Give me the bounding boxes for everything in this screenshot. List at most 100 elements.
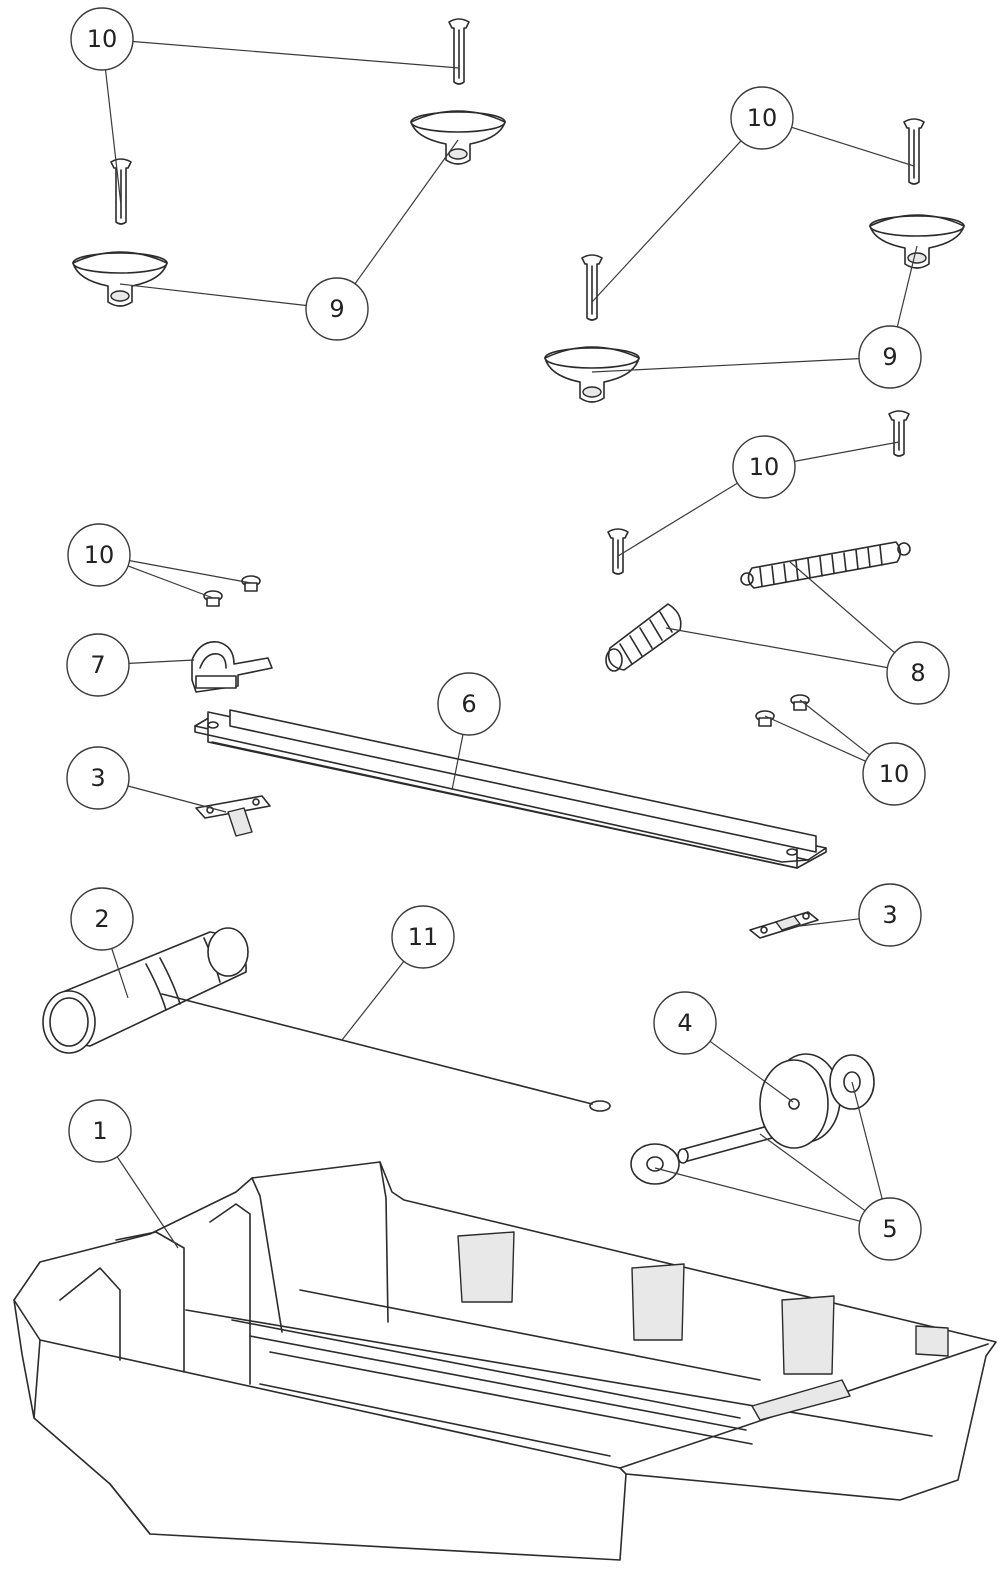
callout-circle bbox=[391, 905, 455, 969]
leader-line bbox=[799, 699, 870, 756]
leader-line bbox=[354, 139, 459, 285]
callout-circle bbox=[858, 1197, 922, 1261]
callout-4: 9 bbox=[591, 245, 922, 389]
callout-3: 10 bbox=[591, 86, 915, 303]
wheel-assembly bbox=[630, 1053, 875, 1185]
callout-label: 5 bbox=[882, 1215, 897, 1243]
callout-circle bbox=[305, 277, 369, 341]
callout-1: 10 bbox=[70, 7, 460, 206]
callout-10: 10 bbox=[764, 699, 926, 806]
leader-line bbox=[789, 561, 895, 654]
callout-label: 6 bbox=[461, 690, 476, 718]
spring-long bbox=[740, 541, 911, 589]
callout-label: 1 bbox=[92, 1117, 107, 1145]
leader-line bbox=[665, 627, 888, 669]
leader-line bbox=[132, 40, 460, 69]
leader-line bbox=[851, 1081, 883, 1200]
rail bbox=[194, 709, 827, 869]
leader-line bbox=[127, 785, 227, 813]
callout-circle bbox=[437, 672, 501, 736]
small-screw-right-b bbox=[790, 694, 810, 711]
callout-circle bbox=[70, 887, 134, 951]
callout-9: 6 bbox=[437, 672, 501, 791]
leader-line bbox=[617, 482, 738, 557]
callout-7: 7 bbox=[66, 633, 195, 697]
callout-13: 2 bbox=[70, 887, 134, 999]
callout-label: 10 bbox=[87, 25, 118, 53]
suction-cup-top-right bbox=[869, 214, 965, 269]
cable bbox=[161, 993, 611, 1112]
leader-line bbox=[127, 565, 214, 599]
callout-layer: 10 9 10 9 10 10 7 8 6 10 3 3 2 11 4 1 5 bbox=[66, 7, 950, 1261]
callout-8: 8 bbox=[665, 561, 950, 705]
screw-mid-right-lower bbox=[607, 528, 629, 575]
callout-label: 3 bbox=[90, 764, 105, 792]
leader-line bbox=[764, 715, 866, 762]
callout-label: 4 bbox=[677, 1009, 692, 1037]
callout-circle bbox=[732, 435, 796, 499]
base-tray bbox=[13, 1161, 997, 1561]
callout-circle bbox=[66, 633, 130, 697]
suction-cup-top-left bbox=[72, 251, 168, 307]
leader-line bbox=[709, 1040, 794, 1103]
leader-line bbox=[791, 126, 915, 167]
callout-label: 8 bbox=[910, 659, 925, 687]
screw-right-middle bbox=[581, 254, 603, 321]
leader-line bbox=[896, 245, 918, 328]
small-screw-left-a bbox=[203, 590, 223, 607]
screw-top-right bbox=[903, 118, 925, 185]
callout-label: 10 bbox=[84, 541, 115, 569]
callout-circle bbox=[886, 641, 950, 705]
leader-line bbox=[654, 1167, 861, 1222]
callout-label: 3 bbox=[882, 901, 897, 929]
callout-14: 11 bbox=[341, 905, 455, 1041]
callout-17: 5 bbox=[654, 1081, 922, 1261]
leader-line bbox=[104, 69, 122, 206]
callout-2: 9 bbox=[119, 139, 459, 341]
callout-label: 7 bbox=[90, 651, 105, 679]
small-screw-left-b bbox=[241, 575, 261, 592]
leader-line bbox=[451, 734, 464, 791]
spring-short bbox=[605, 603, 682, 672]
leader-line bbox=[111, 948, 129, 999]
suction-cup-right-lower bbox=[544, 346, 640, 403]
leader-line bbox=[799, 918, 860, 927]
callout-label: 10 bbox=[747, 104, 778, 132]
callout-12: 3 bbox=[799, 883, 922, 947]
callout-circle bbox=[653, 991, 717, 1055]
callout-15: 4 bbox=[653, 991, 794, 1103]
callout-circle bbox=[68, 1099, 132, 1163]
leader-line bbox=[116, 1156, 179, 1249]
leader-line bbox=[119, 283, 307, 307]
screw-top-left bbox=[110, 158, 132, 225]
leader-line bbox=[129, 560, 252, 584]
leader-line bbox=[591, 358, 860, 373]
callout-16: 1 bbox=[68, 1099, 179, 1249]
screw-mid-right-upper bbox=[888, 410, 910, 457]
callout-circle bbox=[862, 742, 926, 806]
callout-circle bbox=[858, 325, 922, 389]
suction-cup-top-center bbox=[410, 110, 506, 165]
callout-circle bbox=[66, 746, 130, 810]
plate-left bbox=[195, 795, 271, 837]
leader-line bbox=[591, 140, 742, 303]
callout-circle bbox=[67, 523, 131, 587]
callout-label: 11 bbox=[408, 923, 439, 951]
callout-circle bbox=[70, 7, 134, 71]
callout-6: 10 bbox=[67, 523, 252, 599]
callout-label: 10 bbox=[749, 453, 780, 481]
callout-label: 2 bbox=[94, 905, 109, 933]
clip-bracket bbox=[191, 641, 273, 693]
plate-right bbox=[749, 911, 819, 939]
handle bbox=[42, 927, 249, 1054]
callout-circle bbox=[730, 86, 794, 150]
screw-top-center bbox=[448, 18, 470, 85]
callout-label: 9 bbox=[882, 343, 897, 371]
callout-label: 10 bbox=[879, 760, 910, 788]
leader-line bbox=[341, 961, 405, 1041]
leader-line bbox=[128, 659, 195, 664]
callout-label: 9 bbox=[329, 295, 344, 323]
callout-5: 10 bbox=[617, 435, 900, 557]
leader-line bbox=[759, 1133, 866, 1212]
